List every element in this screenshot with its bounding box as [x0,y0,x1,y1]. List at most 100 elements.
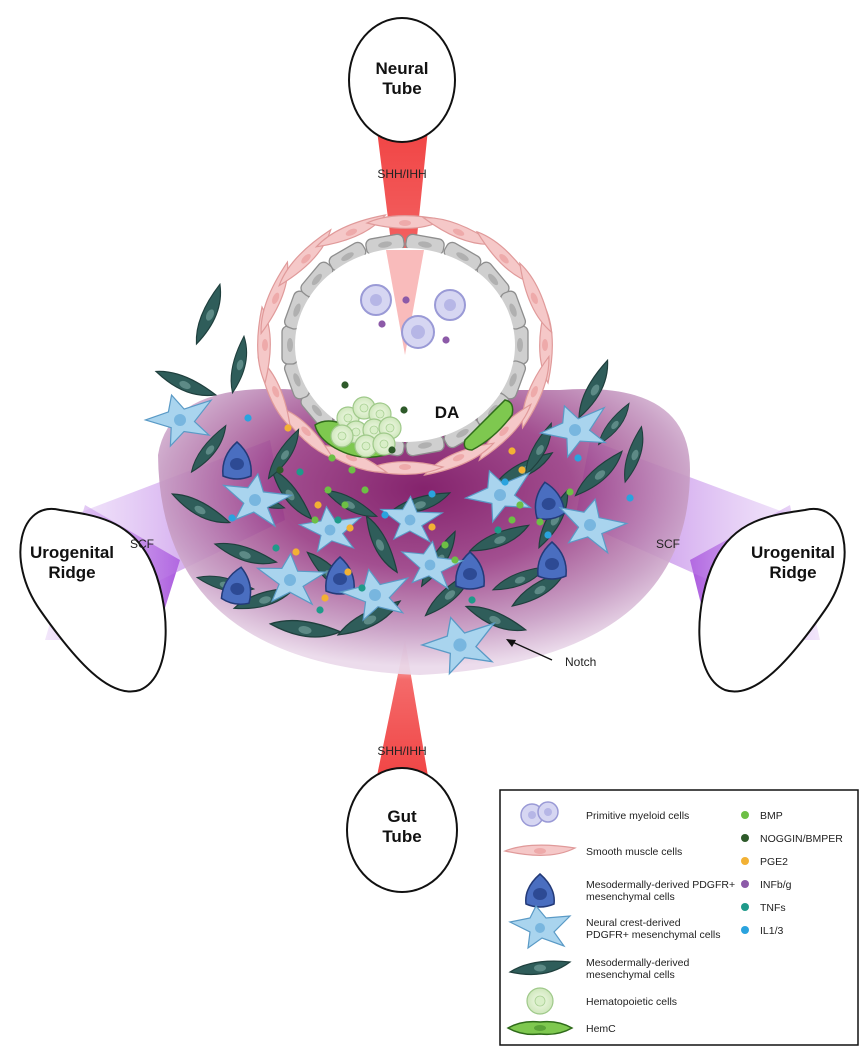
mesodermal-mesenchymal-cell [170,493,232,524]
factor-dot [324,486,332,494]
primitive-myeloid-cells-icon [520,801,559,827]
signaling-factors [228,296,634,614]
neural-crest-cell [558,497,629,555]
neural-crest-cell [255,552,328,606]
factor-dot [341,381,349,389]
aorta-label: DA [435,403,460,422]
notch-arrow-head [506,639,516,647]
factor-dot [494,526,502,534]
smooth-muscle-ring [257,214,553,476]
legend-cell-label: Smooth muscle cells [586,846,682,858]
hemc-cell-icon [506,1020,574,1036]
neural-crest-cell [379,495,445,544]
urogenital-ridge-left [19,507,167,693]
scf-right-label: SCF [656,537,680,551]
factor-dot [328,454,336,462]
legend-cell-label: Mesodermally-derived [586,957,689,969]
factor-dot [346,524,354,532]
legend-factor-dot [741,811,749,819]
factor-dot [518,466,526,474]
factor-dot [244,414,252,422]
mesodermal-mesenchymal-cell-icon [508,960,572,976]
neural-crest-cell [538,404,608,459]
mesodermal-mesenchymal-cell [464,605,528,632]
neural-crest-cell [338,568,410,622]
mesodermal-pdgfr-cell-icon [525,873,555,908]
legend-cell-label: Mesodermally-derived PDGFR+ [586,879,735,891]
legend-cell-label: HemC [586,1023,616,1035]
mesodermal-mesenchymal-cell [578,358,609,420]
scf-left-label: SCF [130,537,154,551]
primitive-myeloid-cells [360,284,466,349]
legend-factor-dot [741,926,749,934]
factor-dot [344,568,352,576]
neural-crest-cell [463,469,533,524]
factor-dot [441,541,449,549]
factor-dot [316,606,324,614]
legend-cell-label: mesenchymal cells [586,969,675,981]
endothelial-cell [511,325,529,365]
shh-ihh-bottom-label: SHH/IHH [377,744,426,758]
factor-dot [348,466,356,474]
factor-dot [626,494,634,502]
notch-label: Notch [565,655,596,669]
neural-tube-organ [348,17,456,143]
shh-ihh-top-label: SHH/IHH [377,167,426,181]
mesodermal-pdgfr-cell [534,481,566,520]
legend-cell-label: Primitive myeloid cells [586,810,689,822]
urogenital-right-label-line2: Ridge [769,563,816,582]
factor-dot [358,584,366,592]
factor-dot [428,490,436,498]
legend-cell-label: mesenchymal cells [586,891,675,903]
mesodermal-mesenchymal-cell [336,600,402,636]
factor-dot [272,544,280,552]
legend-factor-label: INFb/g [760,879,792,891]
gut-tube-label-line1: Gut [387,807,417,826]
legend-factor-label: NOGGIN/BMPER [760,833,843,845]
mesenchymal-cells [143,282,644,676]
mesodermal-mesenchymal-cell [365,514,399,574]
factor-dot [508,516,516,524]
factor-dot [536,518,544,526]
factor-dot [334,516,342,524]
factor-dot [284,424,292,432]
factor-dot [228,514,236,522]
mesodermal-mesenchymal-cell [154,370,218,397]
factor-dot [292,548,300,556]
factor-dot [296,468,304,476]
legend-factor-label: BMP [760,810,783,822]
neural-crest-cell [143,393,213,448]
gut-tube-label-line2: Tube [382,827,421,846]
mesodermal-mesenchymal-cell [190,424,227,474]
mesodermal-mesenchymal-cell [213,542,278,565]
mesodermal-pdgfr-cell [220,566,252,605]
factor-dot [508,447,516,455]
factor-dot [381,511,389,519]
factor-dot [428,523,436,531]
legend-cell-label: Hematopoietic cells [586,996,677,1008]
hematopoietic-cell [330,424,354,448]
smooth-muscle-cell-icon [502,844,577,856]
notch-arrow [507,639,553,661]
mesodermal-pdgfr-cell [537,541,567,580]
neural-crest-cell-icon [508,904,572,950]
factor-dot [402,296,410,304]
hematopoietic-cell-icon [526,987,554,1015]
neural-tube-label-line1: Neural [376,59,429,78]
legend-factor-dot [741,834,749,842]
factor-dot [341,501,349,509]
mesodermal-mesenchymal-cell [267,428,300,480]
hemc-cell [463,399,514,451]
mesodermal-mesenchymal-cell [230,334,248,395]
factor-dot [501,478,509,486]
mesodermal-mesenchymal-cell [195,282,222,346]
factor-dot [468,596,476,604]
neural-crest-cell [400,540,465,590]
factor-dot [451,556,459,564]
legend-cell-label: Neural crest-derived [586,917,681,929]
factor-dot [574,454,582,462]
neural-crest-cell [221,472,294,528]
smooth-muscle-cell [518,261,553,334]
